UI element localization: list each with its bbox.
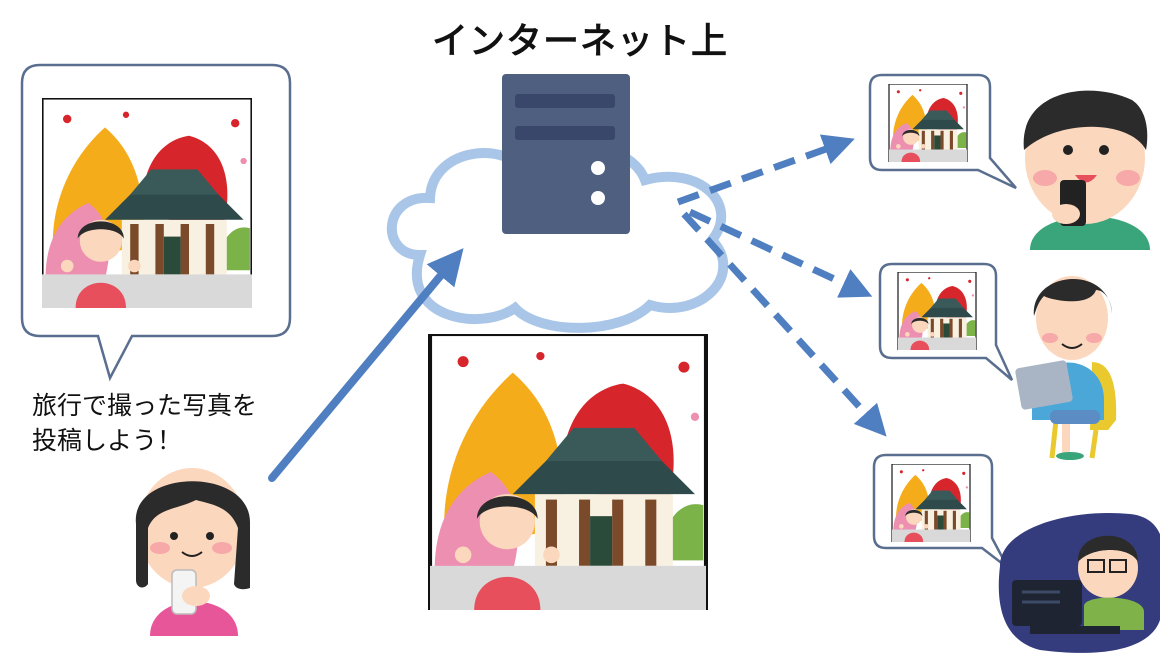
upload-arrow (268, 248, 464, 482)
viewer-boy-icon (1023, 90, 1150, 250)
share-arrow-2 (688, 208, 873, 298)
uploaded-photo (430, 334, 706, 610)
share-arrow-1 (676, 134, 855, 206)
photo-in-bubble (42, 98, 252, 308)
server-icon (502, 74, 630, 234)
caption-line-1: 旅行で撮った写真を (32, 391, 258, 420)
viewer-man-pc-icon (998, 512, 1160, 653)
page-title: インターネット上 (431, 21, 728, 62)
share-arrow-3 (681, 211, 887, 437)
poster-girl-icon (135, 468, 251, 636)
photo-viewer-3 (891, 464, 971, 542)
viewer-woman-tablet-icon (1015, 276, 1117, 460)
internet-cloud (386, 141, 729, 333)
photo-viewer-2 (897, 272, 977, 350)
photo-viewer-1 (888, 84, 968, 162)
post-caption: 旅行で撮った写真を 投稿しよう！ (32, 388, 257, 458)
caption-line-2: 投稿しよう！ (32, 426, 183, 455)
